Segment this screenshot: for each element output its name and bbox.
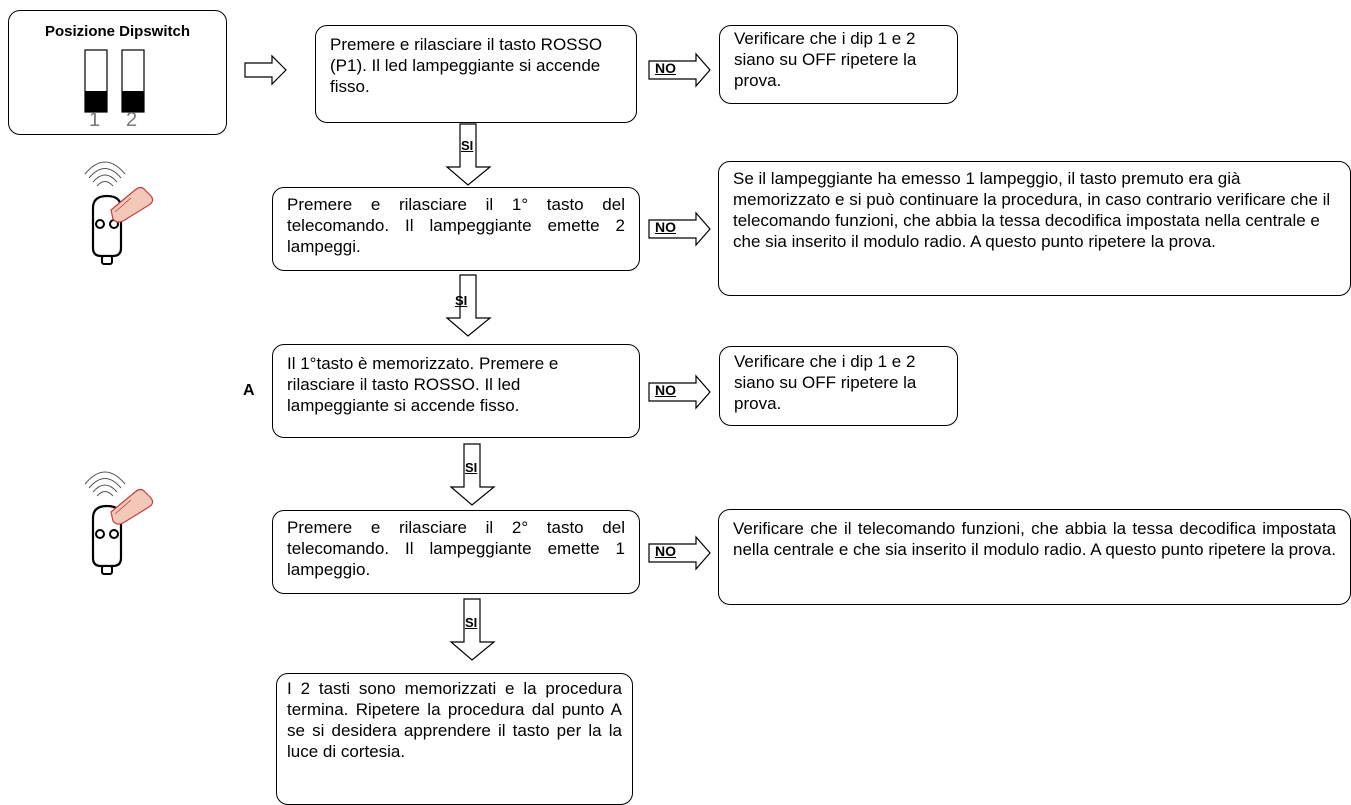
dipswitch-number-2: 2 xyxy=(126,109,138,131)
step-box-1: Premere e rilasciare il tasto ROSSO (P1)… xyxy=(315,25,637,123)
hollow-right-arrow-icon xyxy=(244,54,287,86)
remote-control-hand-icon xyxy=(84,471,154,575)
hollow-down-arrow-icon xyxy=(445,123,492,186)
dipswitch-panel: Posizione Dipswitch 1 2 xyxy=(8,10,227,135)
hollow-right-arrow-icon xyxy=(648,374,711,410)
si-label-4: SI xyxy=(465,615,478,630)
step-box-2: Premere e rilasciare il 1° tasto del tel… xyxy=(272,187,640,271)
step-box-3: Il 1°tasto è memorizzato. Premere e rila… xyxy=(272,344,640,438)
no-label-4: NO xyxy=(655,543,676,559)
remote-control-hand-icon xyxy=(84,161,154,265)
step-box-4: Premere e rilasciare il 2° tasto del tel… xyxy=(272,510,640,594)
hollow-down-arrow-icon xyxy=(449,443,496,506)
si-label-2: SI xyxy=(455,293,468,308)
hollow-right-arrow-icon xyxy=(648,211,711,247)
check-box-4: Verificare che il telecomando funzioni, … xyxy=(718,509,1351,605)
check-box-1: Verificare che i dip 1 e 2 siano su OFF … xyxy=(719,25,958,104)
no-label-1: NO xyxy=(655,60,676,76)
no-label-2: NO xyxy=(655,219,676,235)
check-box-3: Verificare che i dip 1 e 2 siano su OFF … xyxy=(719,346,958,426)
hollow-right-arrow-icon xyxy=(648,535,711,571)
check-box-2: Se il lampeggiante ha emesso 1 lampeggio… xyxy=(718,161,1351,296)
step-box-5: I 2 tasti sono memorizzati e la procedur… xyxy=(276,673,633,805)
si-label-3: SI xyxy=(465,460,478,475)
dipswitch-icon xyxy=(84,49,145,113)
si-label-1: SI xyxy=(461,138,474,153)
dipswitch-title: Posizione Dipswitch xyxy=(44,23,191,40)
hollow-down-arrow-icon xyxy=(449,598,496,661)
dipswitch-number-1: 1 xyxy=(89,109,101,131)
hollow-right-arrow-icon xyxy=(648,52,711,88)
point-a-label: A xyxy=(243,382,255,399)
no-label-3: NO xyxy=(655,382,676,398)
hollow-down-arrow-icon xyxy=(445,274,492,337)
